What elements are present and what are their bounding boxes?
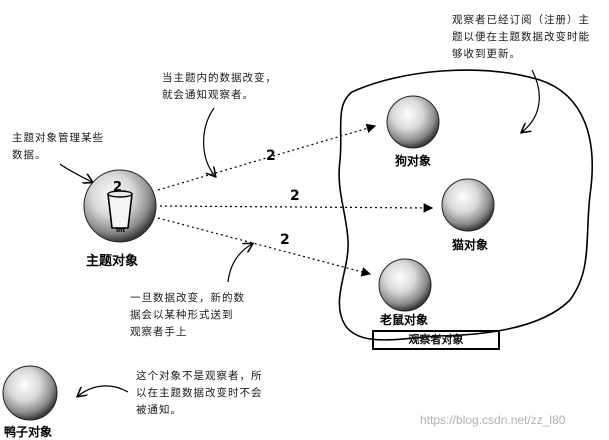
subject-ball — [83, 169, 157, 243]
note-not-observer: 这个对象不是观察者，所 以在主题数据改变时不会 被通知。 — [136, 370, 263, 416]
note-data-delivered: 一旦数据改变，新的数 据会以某种形式送到 观察者手上 — [130, 292, 245, 338]
notify-arrow-cat — [159, 203, 434, 213]
callout-arrow-notify — [203, 107, 215, 176]
note-observers-registered: 观察者已经订阅（注册）主 题以便在主题数据改变时能 够收到更新。 — [452, 14, 590, 60]
callout-arrow-observers — [522, 69, 540, 132]
dog-label: 狗对象 — [395, 154, 432, 168]
arrow-value-cat: 2 — [290, 188, 300, 204]
callout-arrow-data — [227, 244, 252, 283]
observer-group-label: 观察者对象 — [372, 330, 500, 350]
arrow-value-mouse: 2 — [280, 232, 290, 248]
note-subject-manages-data: 主题对象管理某些 数据。 — [12, 132, 104, 161]
arrow-value-dog: 2 — [266, 148, 276, 164]
duck-ball — [2, 365, 58, 421]
subject-label: 主题对象 — [86, 254, 139, 269]
mouse-label: 老鼠对象 — [380, 313, 429, 327]
subject-value: 2 — [113, 180, 123, 195]
watermark: https://blog.csdn.net/zz_l80 — [420, 413, 566, 427]
callout-arrow-duck — [78, 385, 129, 396]
callout-arrow-subject — [59, 163, 92, 182]
cup-type-text: int — [116, 227, 126, 234]
observer-group-boundary — [338, 69, 593, 341]
dog-ball — [386, 95, 440, 149]
duck-label: 鸭子对象 — [4, 425, 53, 439]
cup-icon — [107, 190, 133, 229]
cat-ball — [441, 178, 495, 232]
mouse-ball — [378, 258, 432, 312]
note-subject-notifies: 当主题内的数据改变， 就会通知观察者。 — [162, 72, 277, 101]
cat-label: 猫对象 — [452, 238, 489, 252]
notify-arrow-mouse — [157, 217, 372, 277]
